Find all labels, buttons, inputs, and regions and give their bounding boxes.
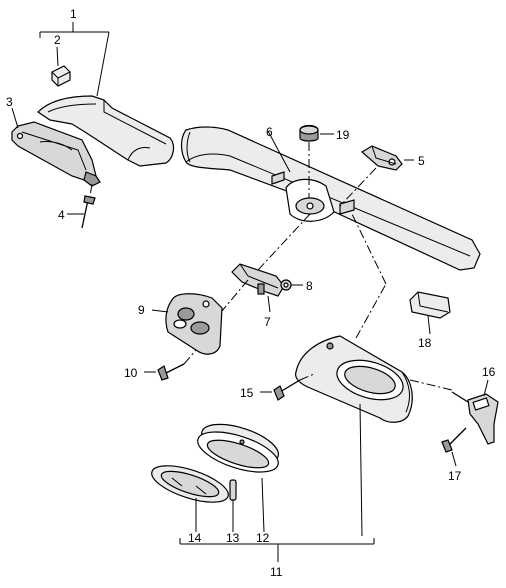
- part-3-lower-trim: [11, 107, 101, 187]
- callout-18: 18: [418, 336, 432, 350]
- callout-19: 19: [336, 128, 350, 142]
- callout-9: 9: [138, 303, 145, 317]
- part-5-hook: [339, 145, 414, 207]
- bracket-group-11: [179, 403, 375, 562]
- bracket-group-1: [39, 22, 110, 97]
- part-14-mirror-glass: [151, 465, 229, 532]
- callout-5: 5: [418, 154, 425, 168]
- part-10-screw: [144, 349, 197, 381]
- callout-labels: 1 2 3 4 5 6 7 8 9 10 11 12 13 14 15 16 1…: [6, 7, 496, 579]
- part-8-nut: [280, 279, 303, 291]
- callout-4: 4: [58, 208, 65, 222]
- callout-3: 3: [6, 95, 13, 109]
- part-18-pad: [409, 291, 451, 335]
- callout-16: 16: [482, 365, 496, 379]
- part-6-roof-trim-rail: [180, 126, 481, 271]
- part-2-clip: [51, 46, 71, 87]
- callout-6: 6: [266, 125, 273, 139]
- part-19-plug: [299, 124, 334, 198]
- part-15-screw: [260, 373, 315, 401]
- callout-10: 10: [124, 366, 138, 380]
- part-16-visor-clip: [451, 379, 499, 445]
- callout-17: 17: [448, 469, 462, 483]
- callout-14: 14: [188, 531, 202, 545]
- part-12-mirror-frame: [197, 423, 279, 533]
- part-1-pillar-trim: [37, 95, 175, 167]
- part-7-bracket: [215, 213, 311, 319]
- part-4-screw: [67, 183, 96, 229]
- callout-12: 12: [256, 531, 270, 545]
- callout-1: 1: [70, 7, 77, 21]
- part-11-sun-visor: [295, 213, 453, 423]
- callout-8: 8: [306, 279, 313, 293]
- callout-2: 2: [54, 33, 61, 47]
- callout-15: 15: [240, 386, 254, 400]
- callout-7: 7: [264, 315, 271, 329]
- part-17-screw: [441, 427, 467, 467]
- callout-13: 13: [226, 531, 240, 545]
- callout-11: 11: [270, 565, 283, 579]
- part-9-visor-mount: [151, 293, 223, 355]
- part-13-pin: [229, 479, 237, 532]
